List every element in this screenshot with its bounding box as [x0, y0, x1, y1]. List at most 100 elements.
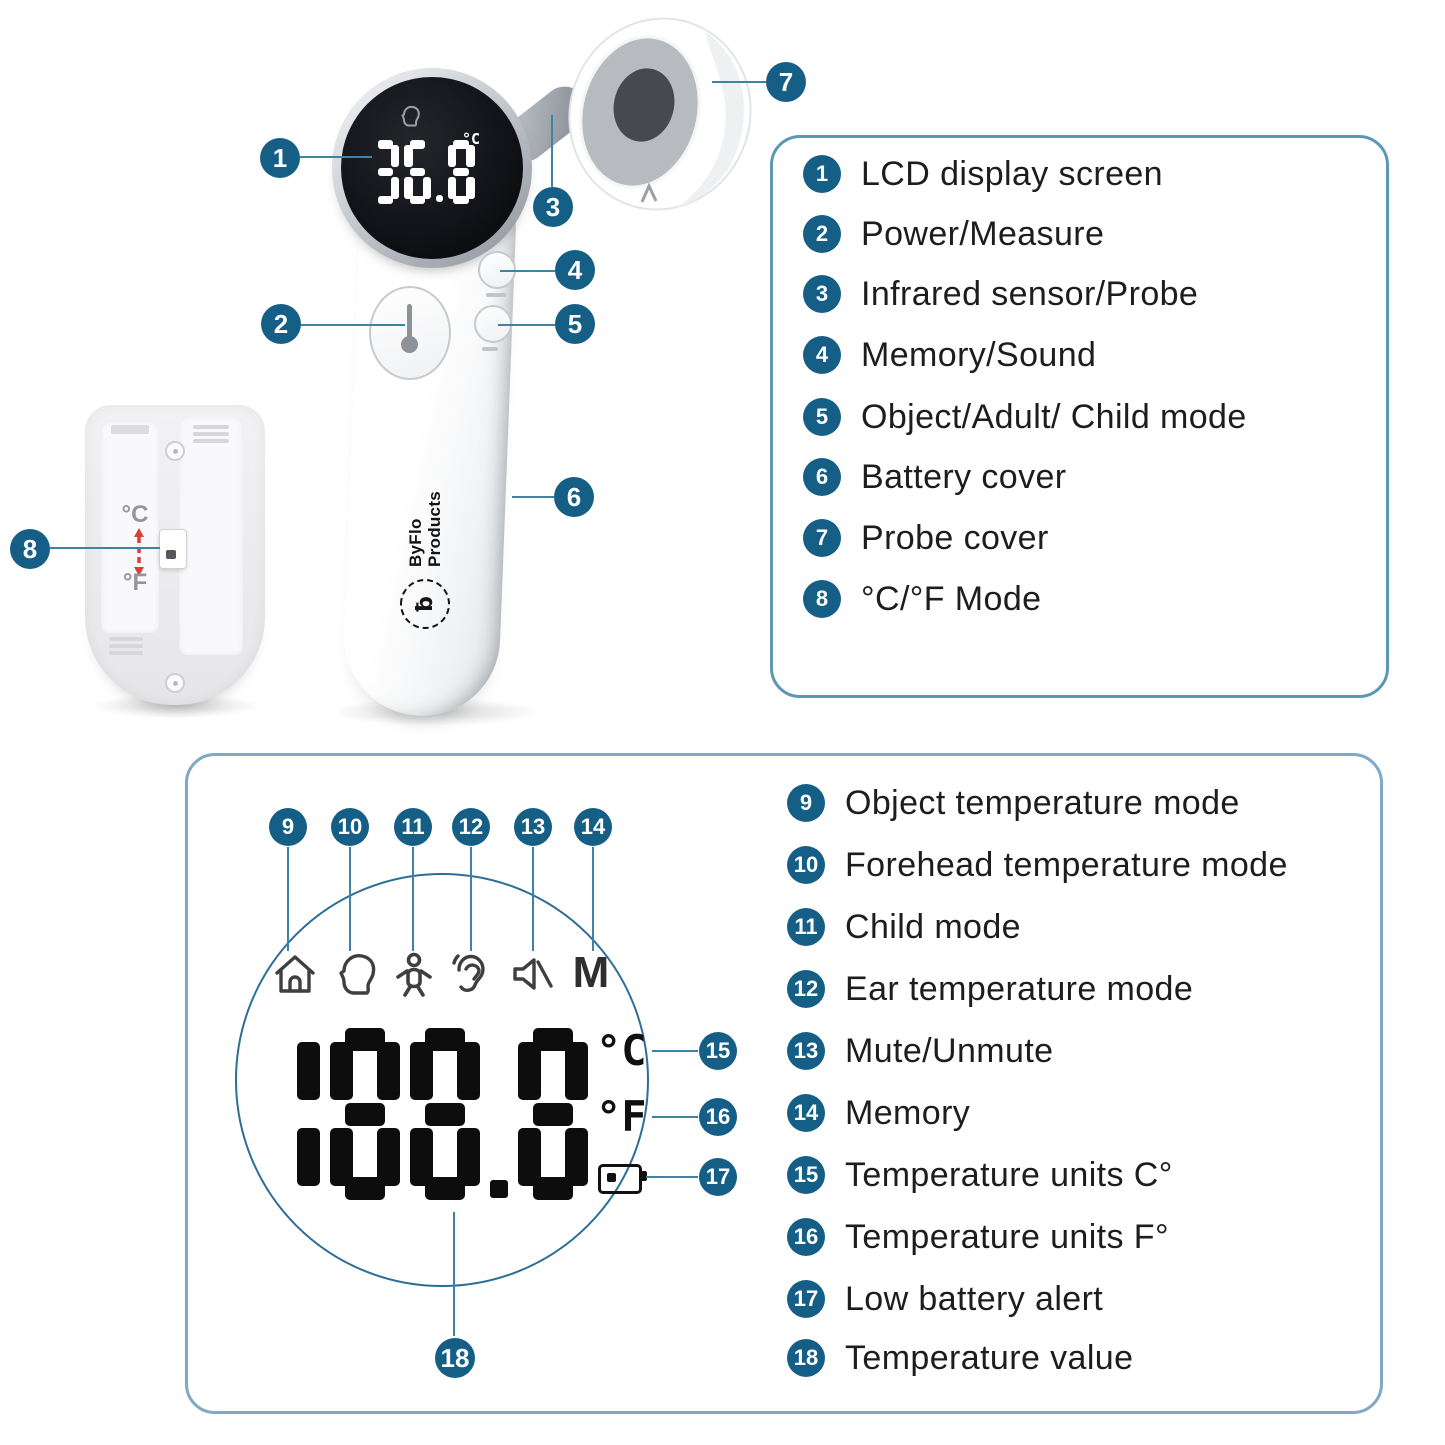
screw [165, 441, 185, 461]
legend-label: Memory [845, 1093, 971, 1132]
callout-line-2 [301, 324, 405, 326]
callout-line-3 [551, 115, 553, 187]
legend-item-17: 17 Low battery alert [787, 1279, 1103, 1319]
callout-8: 8 [10, 529, 50, 569]
callout-line-16 [652, 1116, 698, 1118]
temperature-value-digits [250, 1028, 589, 1200]
fahrenheit-unit-label: °F [596, 1092, 647, 1141]
brand-line1: ByFlo [406, 518, 425, 568]
baby-icon [396, 952, 432, 997]
callout-line-14 [592, 847, 594, 951]
legend-label: Probe cover [861, 518, 1049, 557]
parts-legend-box [770, 135, 1389, 698]
legend-label: Mute/Unmute [845, 1031, 1054, 1070]
legend-number: 5 [803, 398, 841, 436]
brand-seal-icon: ƀ [400, 579, 450, 630]
callout-line-6 [512, 496, 554, 498]
power-measure-button [369, 286, 451, 380]
vent-line [109, 651, 143, 655]
memory-m-label: M [572, 948, 610, 997]
vent-line [193, 439, 229, 443]
forehead-mode-icon [401, 105, 420, 127]
probe-cover-slit [640, 182, 658, 203]
lcd-diagram-circle [235, 873, 649, 1287]
legend-label: Infrared sensor/Probe [861, 274, 1199, 313]
battery-compartment: °C °F [85, 405, 265, 705]
legend-label: Memory/Sound [861, 335, 1097, 374]
legend-item-18: 18 Temperature value [787, 1338, 1133, 1378]
legend-number: 16 [787, 1218, 825, 1256]
legend-item-14: 14 Memory [787, 1093, 970, 1133]
celsius-mold-label: °C [121, 501, 149, 528]
brand-logo: ƀ ByFlo Products [383, 467, 467, 653]
legend-label: Forehead temperature mode [845, 845, 1288, 884]
legend-number: 8 [803, 580, 841, 618]
device-temperature-value [372, 140, 475, 204]
legend-number: 11 [787, 908, 825, 946]
legend-item-8: 8 °C/°F Mode [803, 579, 1041, 619]
legend-label: Battery cover [861, 457, 1067, 496]
callout-line-12 [470, 847, 472, 951]
callout-line-13 [532, 847, 534, 951]
legend-item-4: 4 Memory/Sound [803, 335, 1096, 375]
legend-number: 4 [803, 336, 841, 374]
callout-14: 14 [574, 808, 612, 846]
house-icon [275, 955, 315, 993]
brand-line2: Products [425, 490, 444, 568]
legend-number: 7 [803, 519, 841, 557]
mode-button-printed-text [482, 347, 498, 351]
thermometer-icon [407, 304, 412, 340]
callout-line-8 [50, 547, 160, 549]
legend-label: Child mode [845, 907, 1021, 946]
legend-item-5: 5 Object/Adult/ Child mode [803, 397, 1247, 437]
vent-line [193, 432, 229, 436]
callout-17: 17 [699, 1158, 737, 1196]
lcd-display-screen [341, 77, 523, 259]
legend-number: 14 [787, 1094, 825, 1132]
screw [165, 673, 185, 693]
legend-item-12: 12 Ear temperature mode [787, 969, 1193, 1009]
callout-9: 9 [269, 808, 307, 846]
legend-label: °C/°F Mode [861, 579, 1042, 618]
legend-label: Temperature value [845, 1338, 1134, 1377]
legend-item-16: 16 Temperature units F° [787, 1217, 1169, 1257]
callout-line-4 [500, 270, 555, 272]
callout-line-17 [646, 1176, 698, 1178]
legend-number: 9 [787, 784, 825, 822]
legend-number: 13 [787, 1032, 825, 1070]
legend-number: 2 [803, 215, 841, 253]
callout-15: 15 [699, 1032, 737, 1070]
callout-18: 18 [435, 1338, 475, 1378]
callout-12: 12 [452, 808, 490, 846]
legend-number: 15 [787, 1156, 825, 1194]
legend-label: Ear temperature mode [845, 969, 1194, 1008]
legend-item-2: 2 Power/Measure [803, 214, 1104, 254]
legend-label: Object/Adult/ Child mode [861, 397, 1247, 436]
head-icon [339, 954, 376, 995]
vent-line [109, 637, 143, 641]
callout-7: 7 [766, 62, 806, 102]
legend-item-9: 9 Object temperature mode [787, 783, 1240, 823]
vent-line [193, 425, 229, 429]
callout-line-18 [453, 1212, 455, 1336]
callout-1: 1 [260, 138, 300, 178]
callout-2: 2 [261, 304, 301, 344]
legend-label: LCD display screen [861, 154, 1163, 193]
legend-label: Object temperature mode [845, 783, 1240, 822]
legend-number: 17 [787, 1280, 825, 1318]
callout-5: 5 [555, 304, 595, 344]
legend-item-7: 7 Probe cover [803, 518, 1049, 558]
callout-13: 13 [514, 808, 552, 846]
legend-item-13: 13 Mute/Unmute [787, 1031, 1053, 1071]
callout-line-1 [300, 156, 372, 158]
callout-line-7 [712, 81, 766, 83]
legend-item-1: 1 LCD display screen [803, 154, 1163, 194]
legend-number: 6 [803, 458, 841, 496]
legend-label: Low battery alert [845, 1279, 1104, 1318]
legend-number: 1 [803, 155, 841, 193]
callout-3: 3 [533, 187, 573, 227]
callout-line-15 [652, 1050, 698, 1052]
legend-number: 12 [787, 970, 825, 1008]
callout-6: 6 [554, 477, 594, 517]
callout-line-10 [349, 847, 351, 951]
